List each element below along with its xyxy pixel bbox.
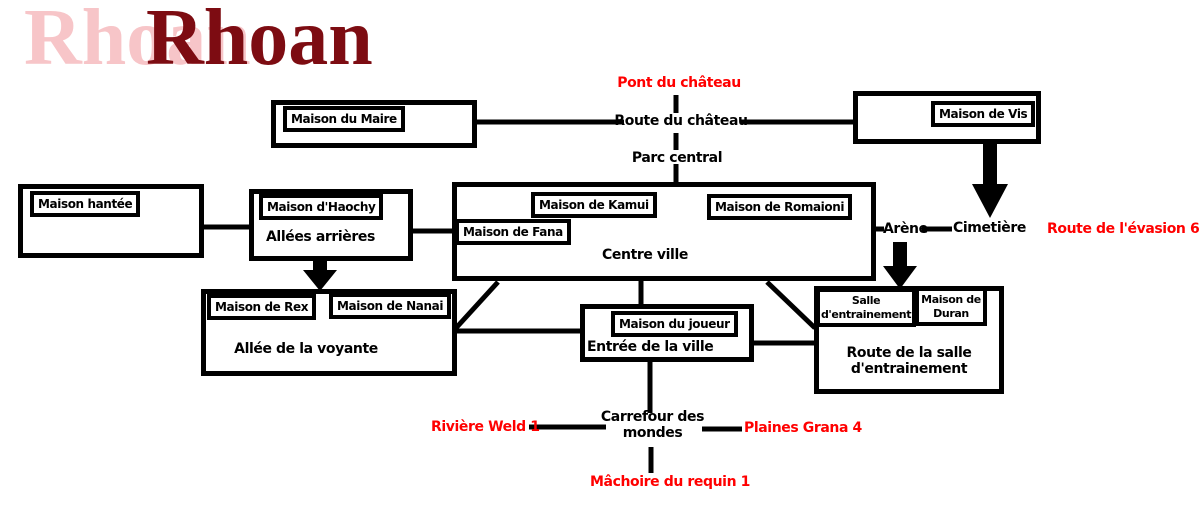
arrow-vis-to-cimetiere	[972, 140, 1008, 218]
box-label-maison-du-maire: Maison du Maire	[283, 106, 405, 132]
box-label-maison-dhaochy: Maison d'Haochy	[259, 194, 384, 220]
label-carrefour-des-mondes: Carrefour des mondes	[600, 409, 705, 442]
label-cimetiere: Cimetière	[953, 220, 1026, 236]
map-title: Rhoan	[146, 0, 373, 82]
box-label-maison-hantee: Maison hantée	[30, 191, 141, 217]
label-pont-du-chateau: Pont du château	[617, 75, 741, 91]
label-machoire-du-requin: Mâchoire du requin 1	[590, 474, 750, 490]
diagonal-centre-to-salle	[765, 280, 817, 330]
box-label-maison-de-kamui: Maison de Kamui	[531, 192, 657, 218]
label-centre-ville: Centre ville	[602, 247, 688, 263]
label-arene: Arène	[883, 221, 928, 237]
box-label-maison-du-joueur: Maison du joueur	[611, 311, 738, 337]
diagonal-centre-to-voyante	[454, 280, 500, 330]
box-label-maison-de-vis: Maison de Vis	[931, 101, 1036, 127]
box-label-maison-de-nanai: Maison de Nanai	[329, 293, 452, 319]
label-plaines-grana: Plaines Grana 4	[744, 420, 862, 436]
label-allees-arrieres: Allées arrières	[266, 229, 375, 245]
box-label-maison-de-romaioni: Maison de Romaioni	[707, 194, 853, 220]
box-label-salle-dentrainement: Salle d'entrainement	[816, 288, 916, 327]
label-entree-de-la-ville: Entrée de la ville	[587, 339, 714, 355]
map-title-shadow: Rhoan	[24, 0, 251, 82]
label-route-de-la-salle: Route de la salle d'entrainement	[846, 345, 972, 378]
road-lines	[203, 95, 952, 473]
box-label-maison-de-rex: Maison de Rex	[207, 294, 317, 320]
arrow-arrieres-to-voyante	[303, 257, 337, 291]
label-route-du-chateau: Route du château	[614, 113, 748, 129]
box-label-maison-de-fana: Maison de Fana	[455, 219, 571, 245]
label-route-de-levasion: Route de l'évasion 6	[1047, 221, 1200, 237]
label-riviere-weld: Rivière Weld 1	[431, 419, 540, 435]
box-label-maison-de-duran: Maison de Duran	[915, 287, 987, 326]
label-parc-central: Parc central	[631, 150, 723, 166]
label-allee-de-la-voyante: Allée de la voyante	[234, 341, 378, 357]
arrow-arene-to-salle	[883, 242, 917, 289]
